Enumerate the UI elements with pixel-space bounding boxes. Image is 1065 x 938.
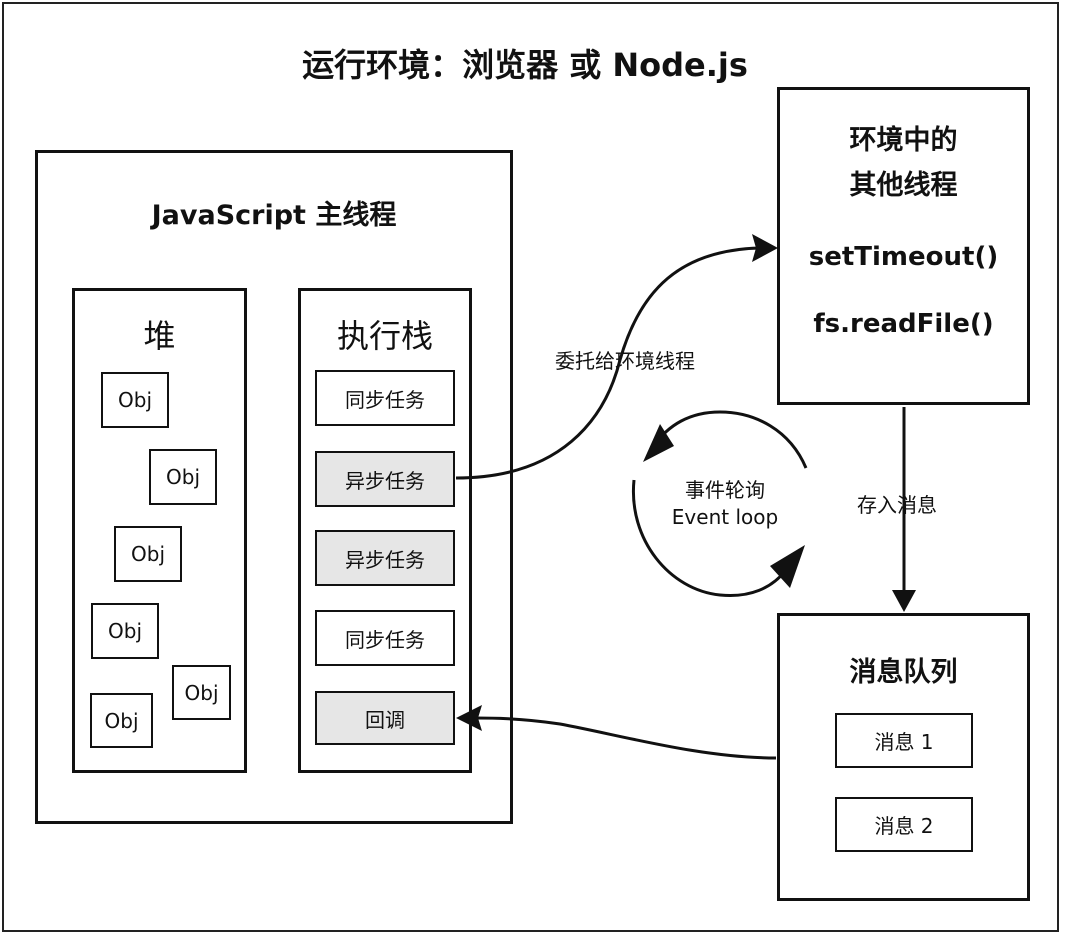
- store-message-label: 存入消息: [857, 487, 937, 520]
- api-readfile: fs.readFile(): [813, 309, 994, 339]
- stack-frame-callback: 回调: [315, 691, 455, 745]
- diagram-title: 运行环境：浏览器 或 Node.js: [302, 46, 748, 84]
- stack-frame-async: 异步任务: [315, 530, 455, 586]
- call-stack-title: 执行栈: [336, 317, 433, 355]
- queue-message: 消息 1: [835, 713, 973, 768]
- main-thread-title: JavaScript 主线程: [151, 200, 397, 231]
- other-threads-title-line1: 环境中的: [849, 125, 958, 156]
- other-threads-box: [777, 87, 1030, 405]
- heap-object: Obj: [101, 372, 169, 428]
- heap-object: Obj: [91, 603, 159, 659]
- stack-frame-sync: 同步任务: [315, 610, 455, 666]
- stack-frame-async: 异步任务: [315, 451, 455, 507]
- delegate-label: 委托给环境线程: [555, 349, 695, 373]
- queue-message: 消息 2: [835, 797, 973, 852]
- heap-object: Obj: [114, 526, 182, 582]
- api-settimeout: setTimeout(): [808, 242, 999, 272]
- event-loop-label-en: Event loop: [671, 505, 779, 529]
- other-threads-title-line2: 其他线程: [849, 170, 958, 201]
- message-queue-title: 消息队列: [849, 657, 958, 688]
- heap-title: 堆: [143, 317, 176, 355]
- heap-object: Obj: [149, 449, 217, 505]
- heap-object: Obj: [90, 693, 153, 748]
- stack-frame-sync: 同步任务: [315, 370, 455, 426]
- event-loop-label-cn: 事件轮询: [685, 478, 765, 502]
- heap-object: Obj: [172, 665, 231, 720]
